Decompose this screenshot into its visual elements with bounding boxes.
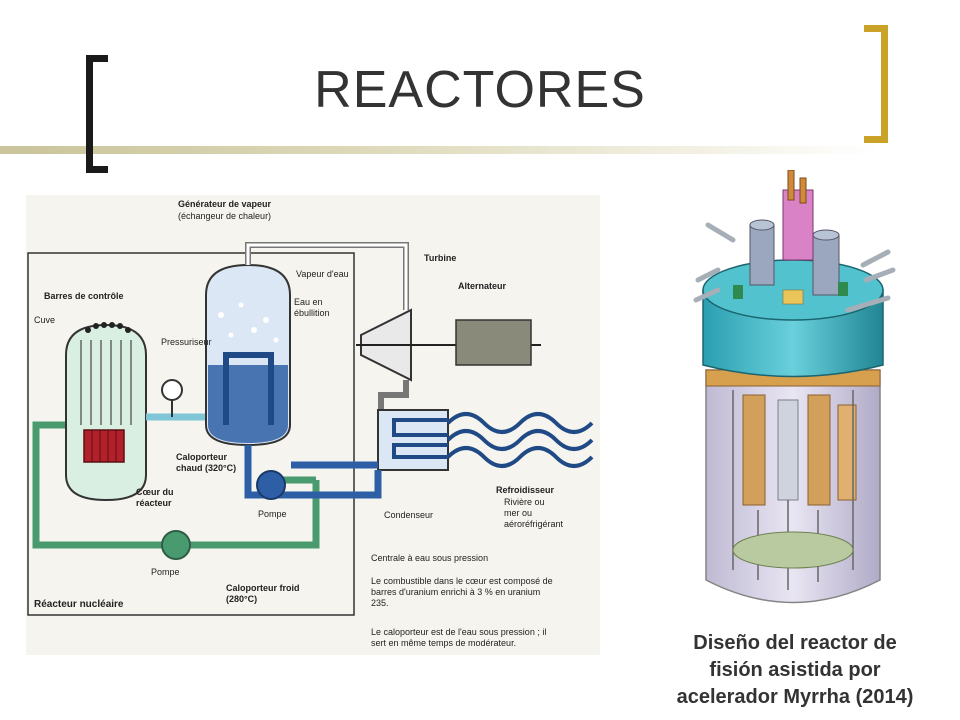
label-riviere-3: aéroréfrigérant [504,519,564,529]
myrrha-reactor-illustration [693,170,896,604]
label-combustible-2: barres d'uranium enrichi à 3 % en uraniu… [371,587,540,597]
label-caloporteur-chaud-2: chaud (320°C) [176,463,236,473]
caption-line-3: acelerador Myrrha (2014) [676,686,914,708]
label-coeur-1: Cœur du [136,487,174,497]
label-pompe-1: Pompe [258,509,287,519]
label-pompe-2: Pompe [151,567,180,577]
label-combustible-3: 235. [371,598,389,608]
label-caloporteur-eau-2: sert en même temps de modérateur. [371,638,516,648]
caption-line-1: Diseño del reactor de [693,632,897,654]
label-echangeur: (échangeur de chaleur) [178,211,271,221]
label-caloporteur-chaud-1: Caloporteur [176,452,228,462]
label-turbine: Turbine [424,253,456,263]
caption-line-2: fisión asistida por [709,659,881,681]
label-caloporteur-eau-1: Le caloporteur est de l'eau sous pressio… [371,627,546,637]
reactor-caption: Diseño del reactor de fisión asistida po… [640,630,950,711]
label-eau-en: Eau en [294,297,323,307]
label-alternateur: Alternateur [458,281,507,291]
label-caloporteur-froid-1: Caloporteur froid [226,583,300,593]
label-combustible-1: Le combustible dans le cœur est composé … [371,576,553,586]
right-bracket-decoration [864,25,888,143]
pump-primary [161,530,191,560]
label-reacteur-nucleaire: Réacteur nucléaire [34,599,124,610]
reactor-core [83,429,125,463]
label-barres: Barres de contrôle [44,291,124,301]
left-bracket-decoration [86,55,108,173]
slide-title: REACTORES [314,61,646,119]
label-refroidisseur: Refroidisseur [496,485,555,495]
label-centrale: Centrale à eau sous pression [371,553,488,563]
label-generateur: Générateur de vapeur [178,199,272,209]
label-riviere-2: mer ou [504,508,532,518]
label-cuve: Cuve [34,315,55,325]
pressurized-water-reactor-diagram: Générateur de vapeur (échangeur de chale… [26,195,600,655]
label-pressuriseur: Pressuriseur [161,337,212,347]
label-caloporteur-froid-2: (280°C) [226,594,257,604]
title-underline-bar [0,146,880,154]
reactor-vessel [65,323,147,502]
label-vapeur: Vapeur d'eau [296,269,349,279]
label-coeur-2: réacteur [136,498,172,508]
label-riviere-1: Rivière ou [504,497,545,507]
pump-secondary [256,470,286,500]
alternator [455,319,532,366]
label-ebullition: ébullition [294,308,330,318]
label-condenseur: Condenseur [384,510,433,520]
pressurizer [161,379,183,401]
